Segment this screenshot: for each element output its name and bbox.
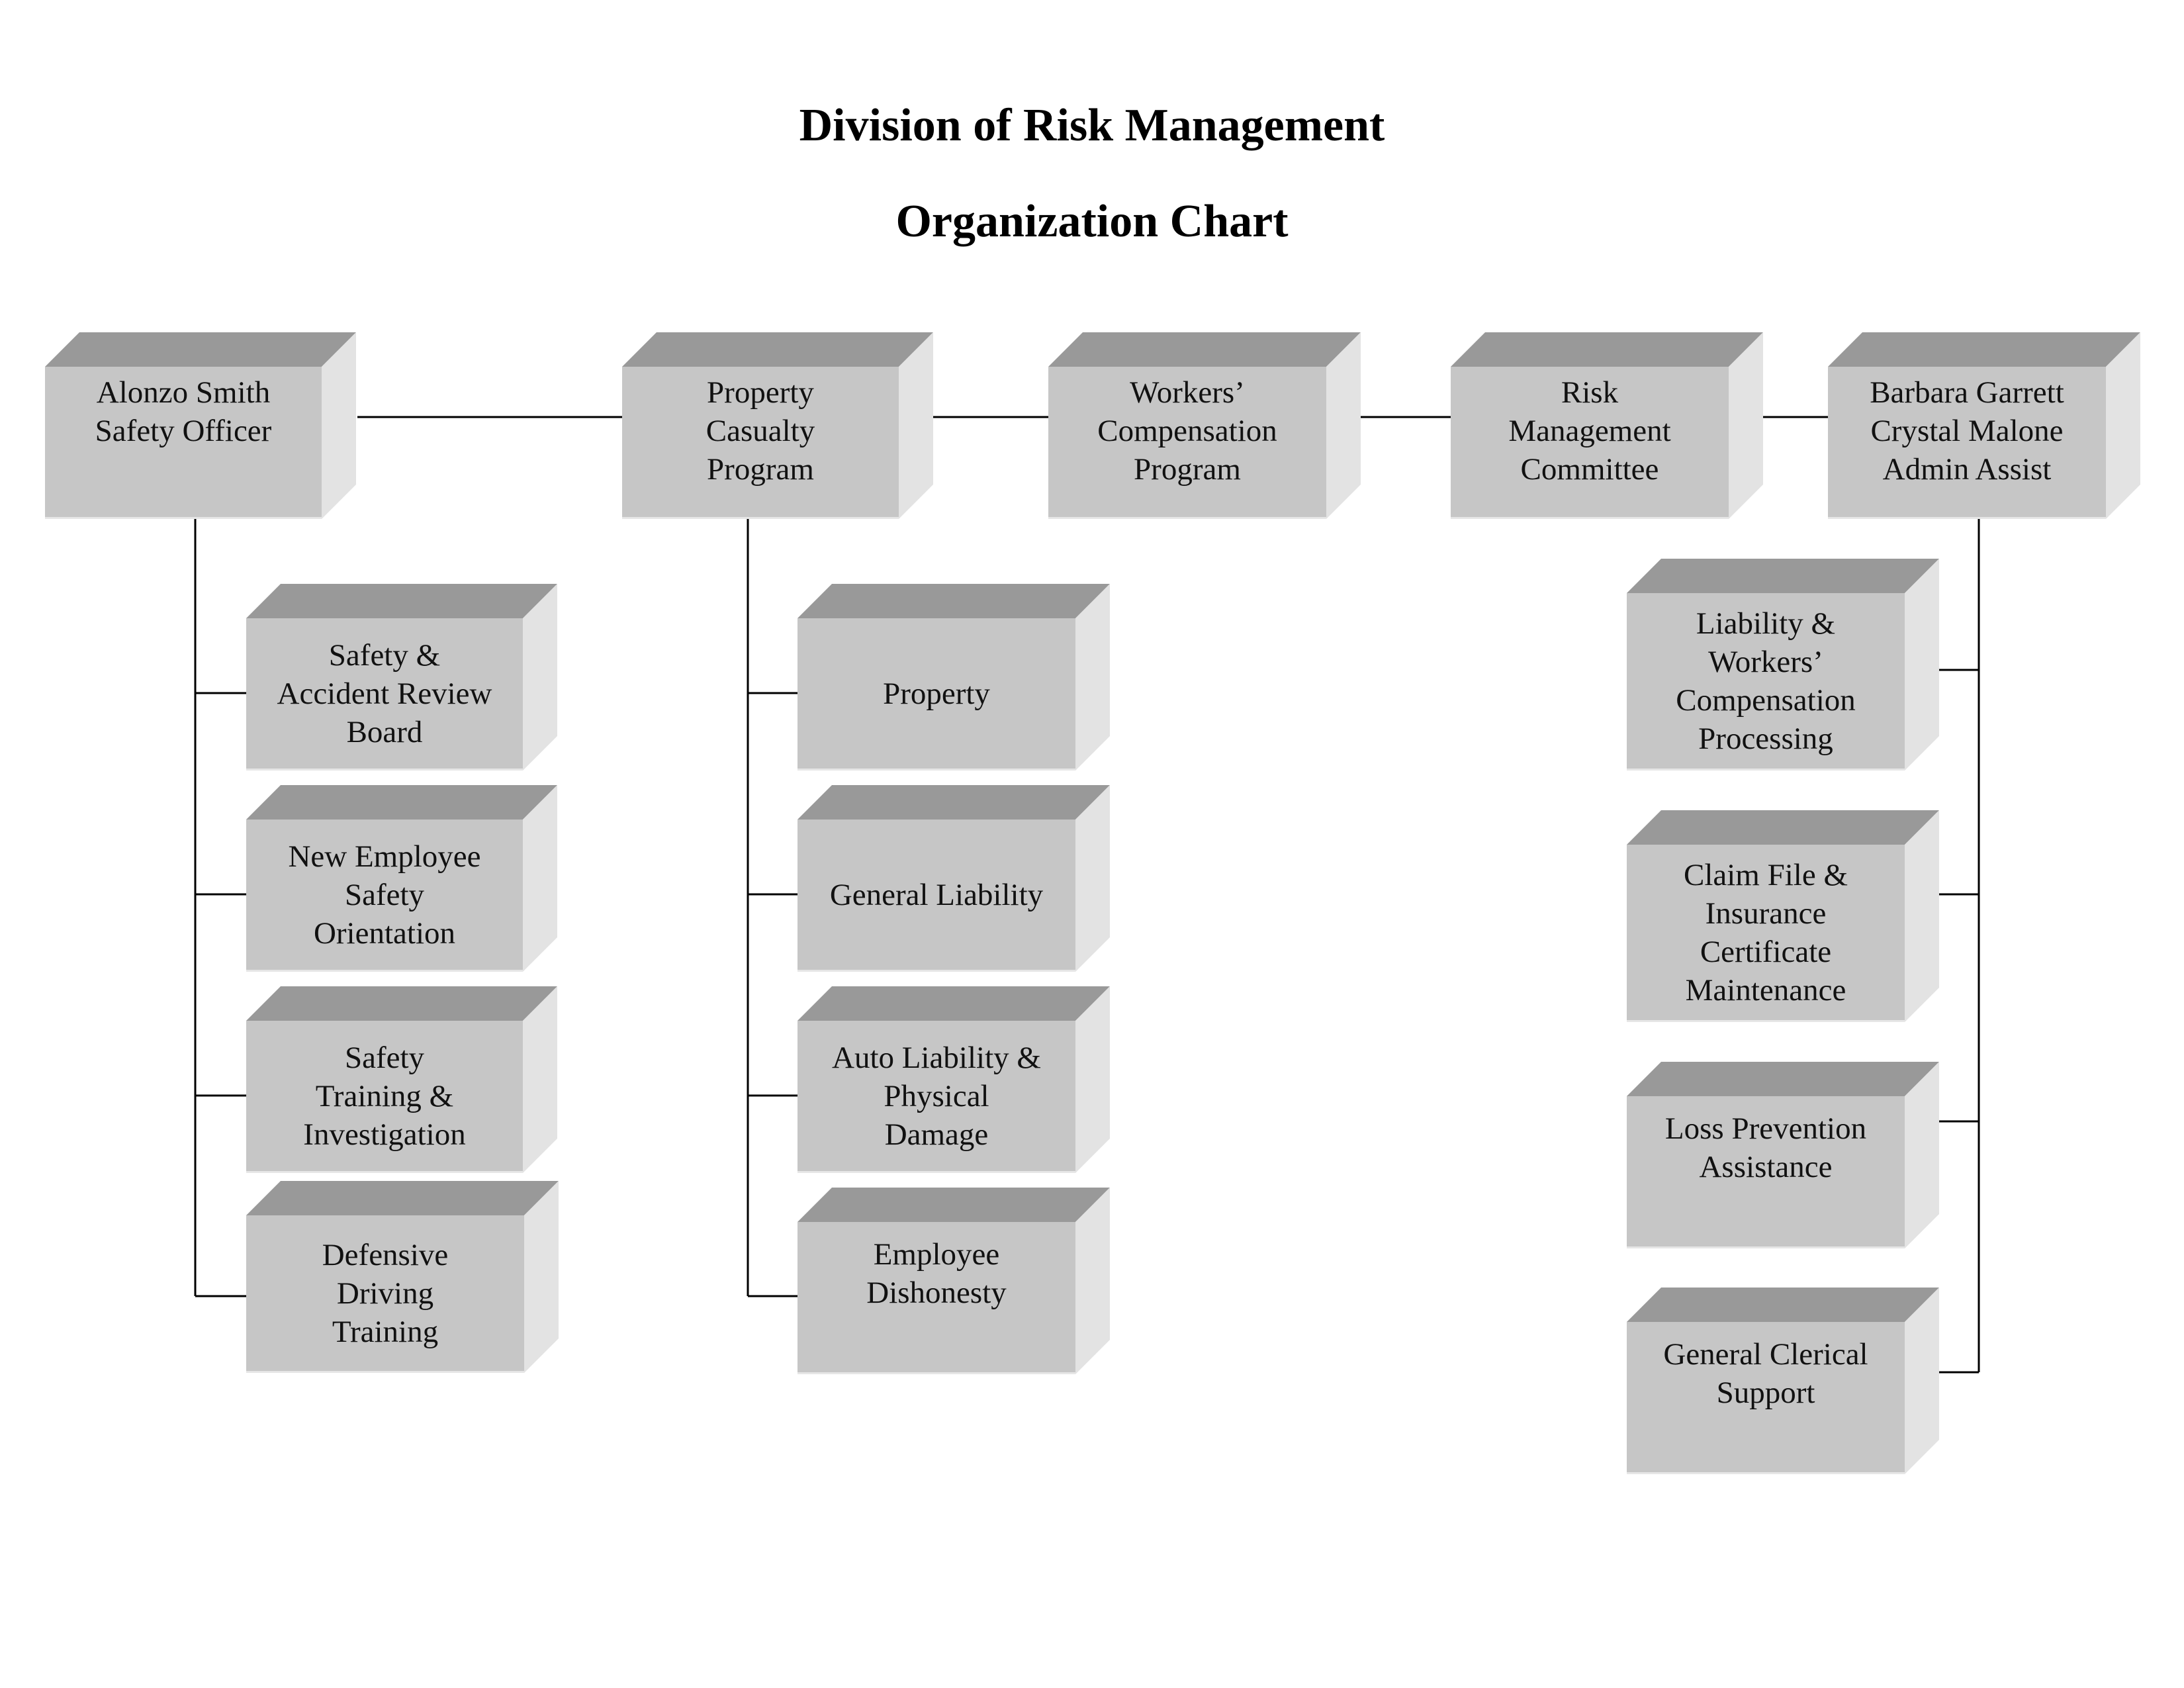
box-label: New Employee Safety Orientation: [288, 839, 481, 951]
box-label: General Clerical Support: [1663, 1337, 1868, 1410]
box-label: Alonzo Smith Safety Officer: [95, 375, 272, 448]
box-label: Risk Management Committee: [1508, 375, 1671, 487]
box-label: Safety & Accident Review Board: [277, 637, 492, 749]
box-label: Property Casualty Program: [705, 375, 815, 487]
box-label: Claim File & Insurance Certificate Maint…: [1683, 857, 1848, 1008]
box-label: Loss Prevention Assistance: [1664, 1111, 1867, 1184]
box-label: Workers’ Compensation Program: [1097, 375, 1277, 487]
box-label: Auto Liability & Physical Damage: [832, 1040, 1041, 1152]
box-label: Liability & Workers’ Compensation Proces…: [1676, 606, 1856, 756]
box-label: Barbara Garrett Crystal Malone Admin Ass…: [1870, 375, 2064, 487]
box-label: Defensive Driving Training: [322, 1237, 449, 1349]
chart-subtitle: Organization Chart: [895, 196, 1289, 247]
chart-title: Division of Risk Management: [799, 100, 1385, 151]
box-label: General Liability: [829, 877, 1044, 912]
box-label: Safety Training & Investigation: [303, 1040, 466, 1152]
box-label: Employee Dishonesty: [866, 1237, 1007, 1310]
box-label: Property: [883, 676, 990, 711]
